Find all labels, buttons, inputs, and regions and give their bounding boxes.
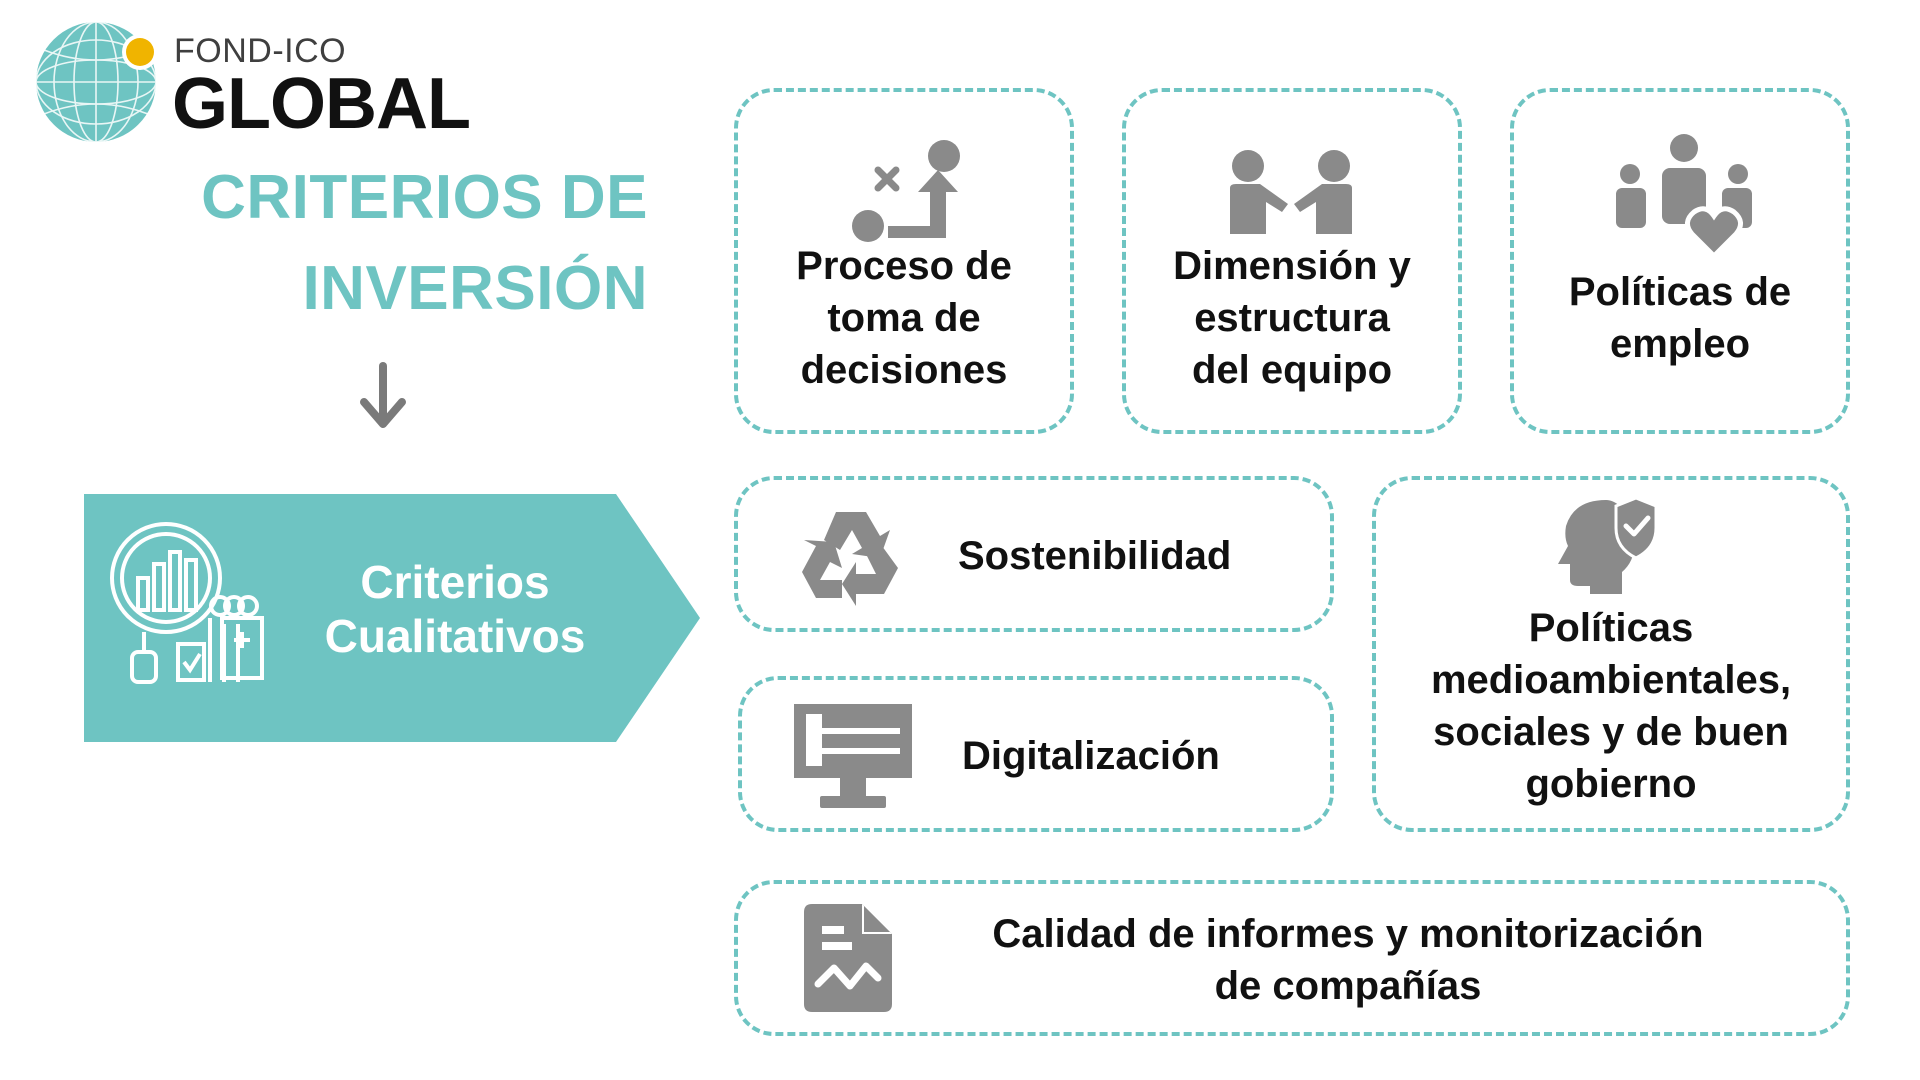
brand-logo: FOND-ICO GLOBAL (34, 20, 474, 150)
analysis-magnifier-icon (110, 522, 264, 684)
people-heart-icon (1616, 134, 1752, 260)
criterion-label: Políticas medioambientales, sociales y d… (1376, 602, 1846, 810)
criterion-label-line: Calidad de informes y monitorización (992, 912, 1704, 956)
criterion-label-line: decisiones (800, 348, 1008, 392)
criterion-label-line: Proceso de (796, 244, 1012, 288)
criterion-label: Calidad de informes y monitorización de … (938, 908, 1758, 1012)
arrow-down-icon (360, 362, 406, 428)
criterion-card-decision-process: Proceso de toma de decisiones (734, 88, 1074, 434)
criterion-card-sustainability: Sostenibilidad (734, 476, 1334, 632)
banner-label-line2: Cualitativos (324, 610, 586, 662)
report-chart-icon (804, 904, 892, 1012)
criterion-label-line: Políticas de (1568, 270, 1792, 314)
criterion-card-team-structure: Dimensión y estructura del equipo (1122, 88, 1462, 434)
criterion-label-line: Políticas (1528, 606, 1694, 650)
criterion-label-line: Dimensión y (1173, 244, 1411, 288)
criterion-label-line: de compañías (1214, 964, 1482, 1008)
banner-label: Criterios Cualitativos (300, 555, 610, 663)
criterion-card-digitalization: Digitalización (738, 676, 1334, 832)
criterion-label-line: sociales y de buen (1433, 710, 1789, 754)
criterion-label-line: toma de (827, 296, 981, 340)
criterion-label-line: medioambientales, (1430, 658, 1792, 702)
page-title-line1: CRITERIOS DE (201, 163, 648, 232)
category-banner (84, 494, 700, 742)
strategy-decision-icon (852, 140, 960, 242)
globe-icon (35, 21, 158, 143)
logo-main-text: GLOBAL (172, 64, 471, 144)
page-title-line2: INVERSIÓN (302, 254, 648, 323)
head-shield-icon (1558, 496, 1658, 594)
criterion-label-line: gobierno (1525, 762, 1697, 806)
criterion-card-esg-policies: Políticas medioambientales, sociales y d… (1372, 476, 1850, 832)
criterion-card-employment-policies: Políticas de empleo (1510, 88, 1850, 434)
criterion-label-line: empleo (1609, 322, 1751, 366)
criterion-label-line: estructura (1194, 296, 1390, 340)
computer-monitor-icon (794, 704, 912, 808)
criterion-label: Proceso de toma de decisiones (738, 240, 1070, 396)
criterion-label: Políticas de empleo (1514, 266, 1846, 370)
recycle-icon (802, 512, 898, 606)
criterion-label: Sostenibilidad (958, 534, 1232, 578)
criterion-label: Dimensión y estructura del equipo (1126, 240, 1458, 396)
logo-top-text: FOND-ICO (174, 32, 347, 70)
handshake-team-icon (1230, 150, 1352, 234)
banner-label-line1: Criterios (360, 556, 550, 608)
criterion-label-line: del equipo (1192, 348, 1392, 392)
criterion-label: Digitalización (962, 734, 1220, 778)
logo-dot (126, 38, 154, 66)
criterion-card-reporting-quality: Calidad de informes y monitorización de … (734, 880, 1850, 1036)
